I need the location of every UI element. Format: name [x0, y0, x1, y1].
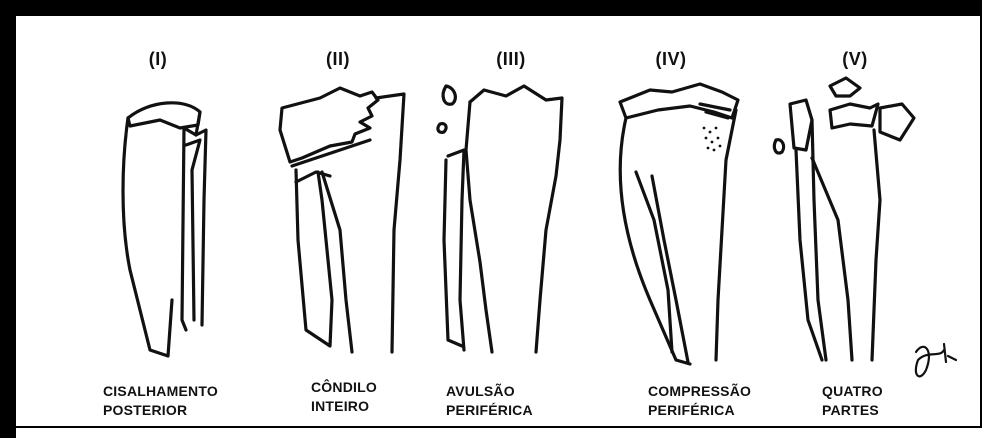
panel-caption-5: QUATRO PARTES [822, 382, 883, 420]
bone-drawing-type-2 [280, 88, 404, 352]
caption-line: COMPRESSÃO [648, 382, 751, 401]
panel-caption-1: CISALHAMENTO POSTERIOR [103, 382, 218, 420]
panel-numeral-1: (I) [128, 49, 188, 70]
panel-caption-2: CÔNDILO INTEIRO [311, 378, 377, 416]
caption-line: PERIFÉRICA [648, 401, 751, 420]
panel-numeral-5: (V) [825, 49, 885, 70]
panel-caption-4: COMPRESSÃO PERIFÉRICA [648, 382, 751, 420]
panel-numeral-4: (IV) [641, 49, 701, 70]
bone-drawing-type-5 [774, 78, 914, 360]
caption-line: PARTES [822, 401, 883, 420]
caption-line: QUATRO [822, 382, 883, 401]
caption-line: CISALHAMENTO [103, 382, 218, 401]
caption-line: AVULSÃO [446, 382, 533, 401]
panel-caption-3: AVULSÃO PERIFÉRICA [446, 382, 533, 420]
caption-line: PERIFÉRICA [446, 401, 533, 420]
bone-drawing-type-4 [620, 84, 738, 364]
caption-line: CÔNDILO [311, 378, 377, 397]
bone-drawing-type-3 [438, 86, 562, 352]
panel-numeral-2: (II) [308, 49, 368, 70]
caption-line: POSTERIOR [103, 401, 218, 420]
bone-drawing-type-1 [123, 103, 206, 356]
caption-line: INTEIRO [311, 397, 377, 416]
artist-signature [916, 344, 956, 376]
panel-numeral-3: (III) [481, 49, 541, 70]
